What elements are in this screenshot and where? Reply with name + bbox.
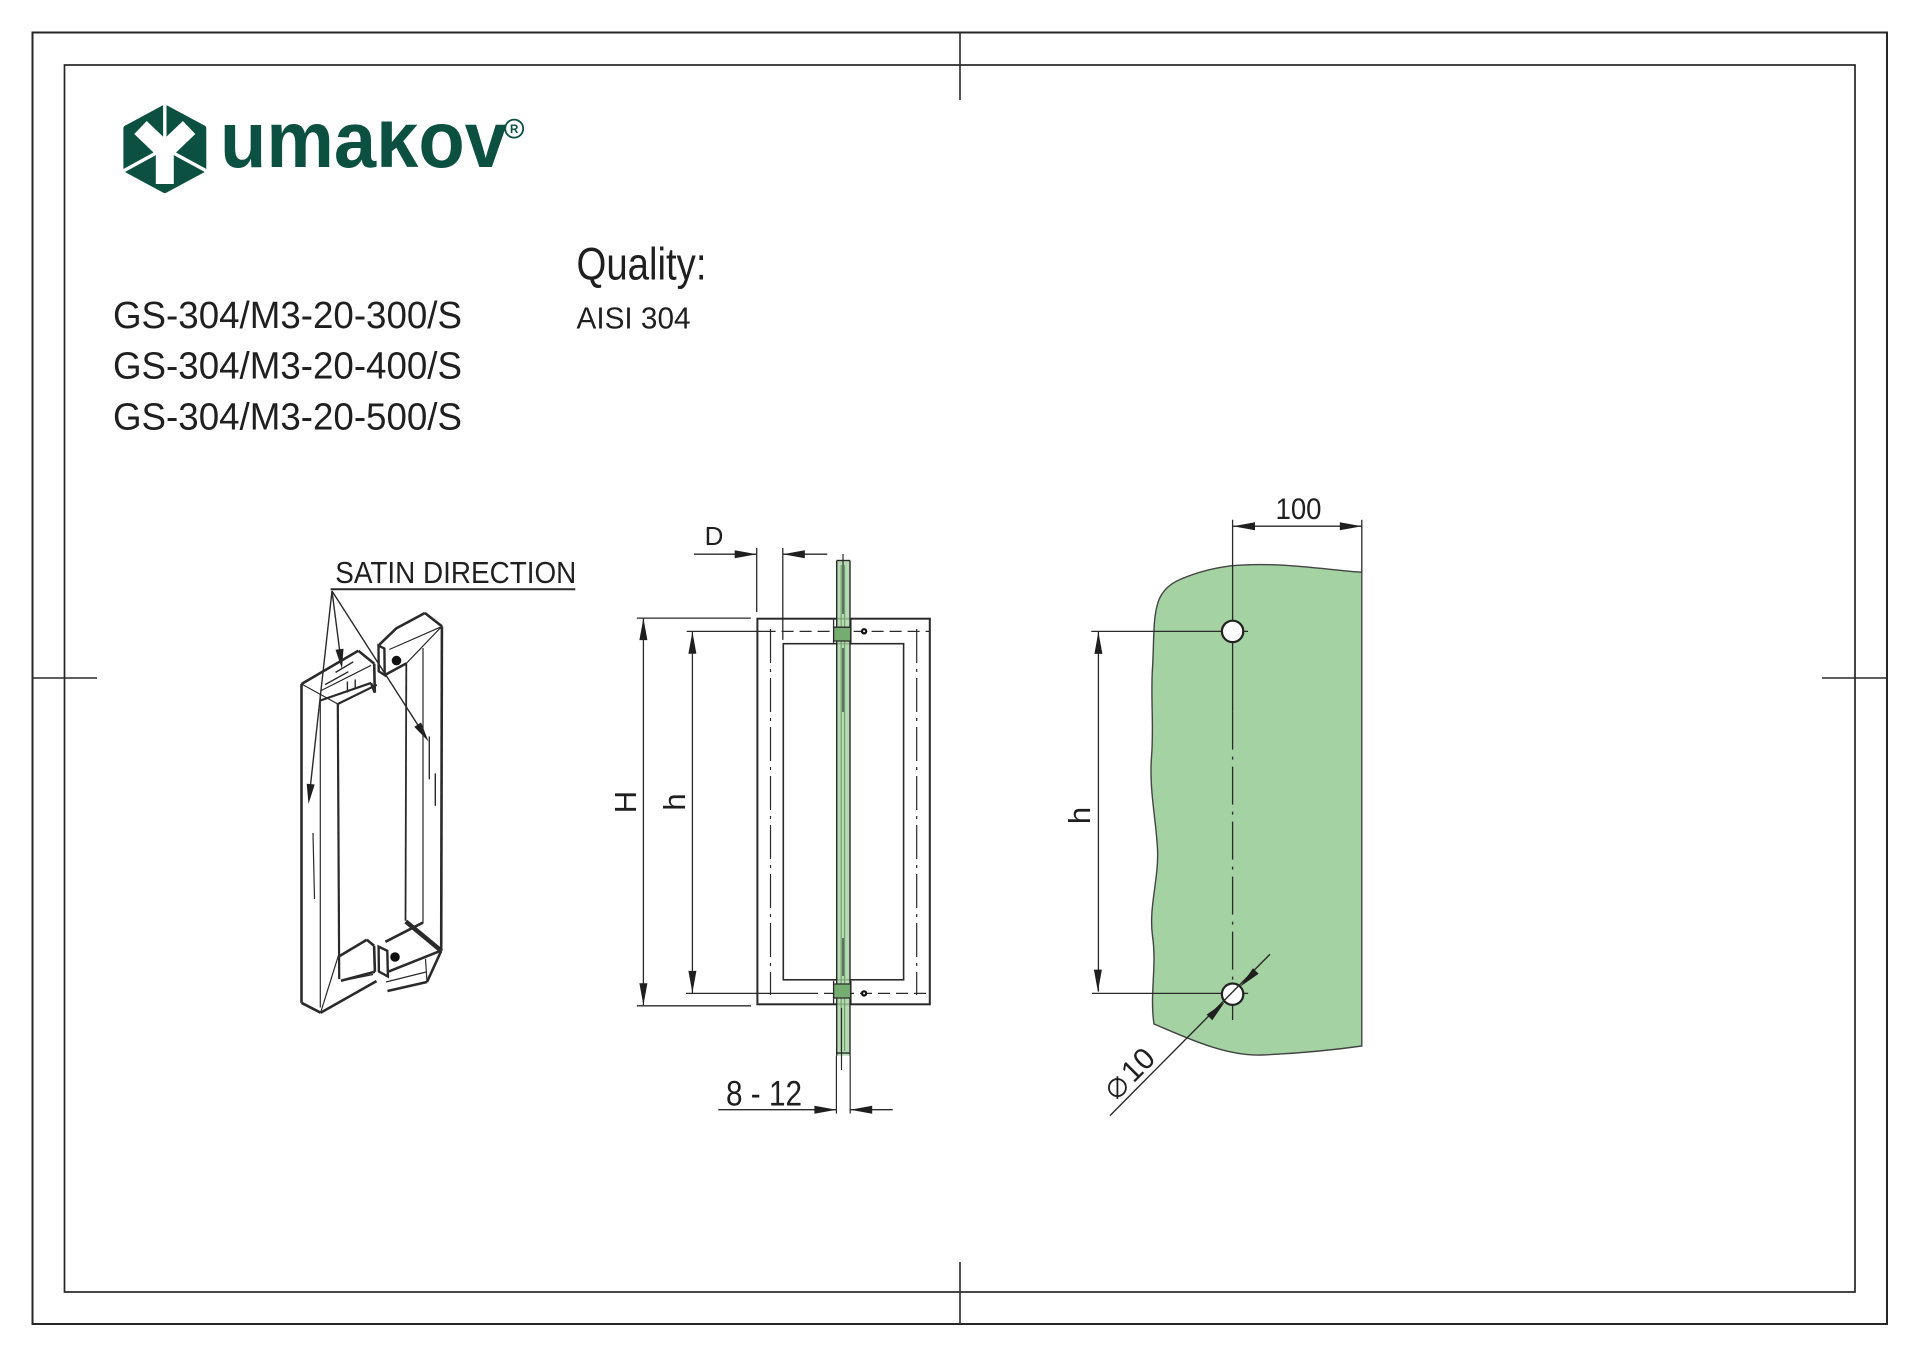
svg-text:100: 100 [1276, 493, 1322, 526]
svg-text:D: D [705, 521, 724, 551]
svg-text:GS-304/M3-20-400/S: GS-304/M3-20-400/S [113, 346, 462, 388]
svg-text:R: R [510, 124, 519, 136]
svg-text:8 - 12: 8 - 12 [726, 1074, 802, 1113]
svg-text:h: h [657, 793, 692, 810]
svg-text:AISI 304: AISI 304 [577, 300, 691, 335]
svg-text:umakov: umakov [220, 95, 507, 184]
svg-text:Quality:: Quality: [577, 239, 707, 290]
svg-text:H: H [608, 791, 643, 813]
svg-text:SATIN DIRECTION: SATIN DIRECTION [335, 555, 576, 590]
svg-text:h: h [1062, 807, 1097, 824]
svg-text:GS-304/M3-20-500/S: GS-304/M3-20-500/S [113, 397, 462, 439]
svg-text:GS-304/M3-20-300/S: GS-304/M3-20-300/S [113, 295, 462, 337]
